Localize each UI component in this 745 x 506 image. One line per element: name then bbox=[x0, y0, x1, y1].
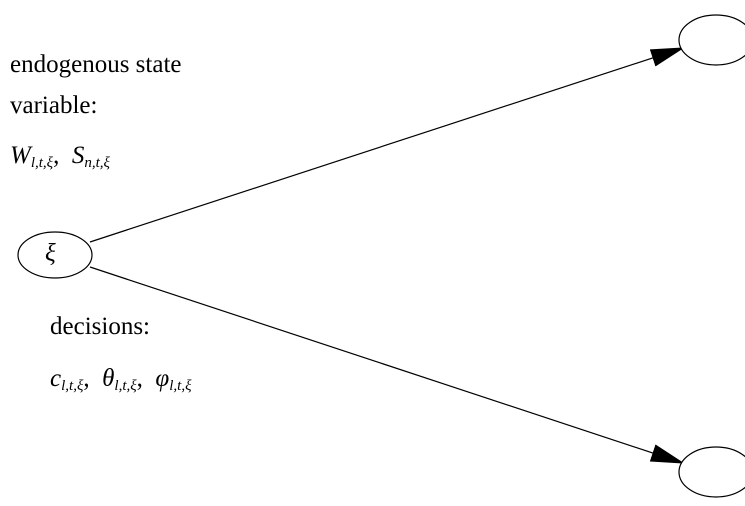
root-node-label: ξ bbox=[45, 240, 56, 267]
decision-var-phi: φl,t,ξ bbox=[155, 365, 192, 394]
child-node-upper bbox=[678, 14, 745, 66]
decision-variables: cl,t,ξ, θl,t,ξ, φl,t,ξ bbox=[50, 365, 192, 394]
decision-var-c: cl,t,ξ bbox=[50, 365, 84, 394]
edge-lower bbox=[89, 266, 685, 464]
state-label-line1: endogenous state bbox=[10, 51, 182, 78]
state-var-W: Wl,t,ξ bbox=[10, 142, 54, 171]
state-variables: Wl,t,ξ, Sn,t,ξ bbox=[10, 142, 110, 171]
state-label-line2: variable: bbox=[10, 92, 98, 119]
state-var-S: Sn,t,ξ bbox=[71, 142, 110, 171]
decision-label-line1: decisions: bbox=[50, 313, 150, 340]
decision-var-theta: θl,t,ξ bbox=[102, 365, 137, 394]
child-node-lower bbox=[678, 446, 745, 498]
edge-upper bbox=[89, 47, 685, 243]
root-node bbox=[17, 231, 93, 279]
